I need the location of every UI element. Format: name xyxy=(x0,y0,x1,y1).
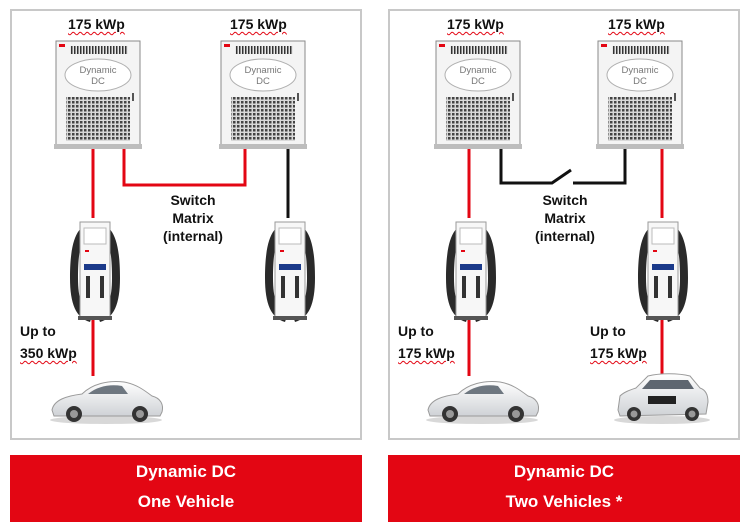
power-unit-1-rating: 175 kWp xyxy=(68,16,125,32)
vehicle-output-label: Up to 350 kWp xyxy=(20,320,77,364)
switch-label-line-3: (internal) xyxy=(535,228,595,244)
charger-2 xyxy=(265,221,315,322)
sports-car-image xyxy=(50,381,163,424)
switch-label-line-1: Switch xyxy=(542,192,588,208)
switch-matrix-open-link-right xyxy=(573,149,627,185)
cabinet-logo-text-1: Dynamic xyxy=(80,65,117,76)
cabinet-logo-text-1: Dynamic xyxy=(622,65,659,76)
switch-label-line-2: Matrix xyxy=(544,210,586,226)
vehicle-2-output-label: Up to 175 kWp xyxy=(590,320,647,364)
cabinet-logo-text-2: DC xyxy=(256,76,270,87)
switch-label-line-3: (internal) xyxy=(163,228,223,244)
cabinet-logo-text-2: DC xyxy=(633,76,647,87)
power-cabinet-2: Dynamic DC xyxy=(596,40,684,149)
banner-subtitle: Two Vehicles * xyxy=(505,492,623,511)
vehicle-2-output-line-1: Up to xyxy=(590,323,626,339)
vehicle-1-output-line-1: Up to xyxy=(398,323,434,339)
hatchback-car-image xyxy=(614,373,710,424)
power-unit-2-rating: 175 kWp xyxy=(608,16,665,32)
power-unit-1-rating: 175 kWp xyxy=(447,16,504,32)
switch-matrix-label: Switch Matrix (internal) xyxy=(152,191,234,245)
switch-matrix-link xyxy=(122,149,247,187)
power-cabinet-1: Dynamic DC xyxy=(434,40,522,149)
banner-title: Dynamic DC xyxy=(513,462,615,481)
left-scenario-banner: Dynamic DC One Vehicle xyxy=(10,455,362,522)
vehicle-1-output-line-2: 175 kWp xyxy=(398,345,455,361)
switch-label-line-2: Matrix xyxy=(172,210,214,226)
switch-matrix-open-link-left xyxy=(499,149,572,185)
charger-2 xyxy=(638,221,688,322)
power-unit-2-rating: 175 kWp xyxy=(230,16,287,32)
vehicle-output-line-2: 350 kWp xyxy=(20,345,77,361)
sports-car-image xyxy=(426,381,539,424)
charger-1 xyxy=(70,221,120,322)
cabinet-logo-text-1: Dynamic xyxy=(245,65,282,76)
cabinet-logo-text-2: DC xyxy=(471,76,485,87)
switch-label-line-1: Switch xyxy=(170,192,216,208)
charger-1 xyxy=(446,221,496,322)
power-cabinet-1: Dynamic DC xyxy=(54,40,142,149)
cabinet-logo-text-2: DC xyxy=(91,76,105,87)
banner-title: Dynamic DC xyxy=(135,462,237,481)
power-cabinet-2: Dynamic DC xyxy=(219,40,307,149)
banner-subtitle: One Vehicle xyxy=(137,492,235,511)
vehicle-output-line-1: Up to xyxy=(20,323,56,339)
right-scenario-banner: Dynamic DC Two Vehicles * xyxy=(388,455,740,522)
cabinet-logo-text-1: Dynamic xyxy=(460,65,497,76)
switch-matrix-label: Switch Matrix (internal) xyxy=(524,191,606,245)
vehicle-1-output-label: Up to 175 kWp xyxy=(398,320,455,364)
vehicle-2-output-line-2: 175 kWp xyxy=(590,345,647,361)
